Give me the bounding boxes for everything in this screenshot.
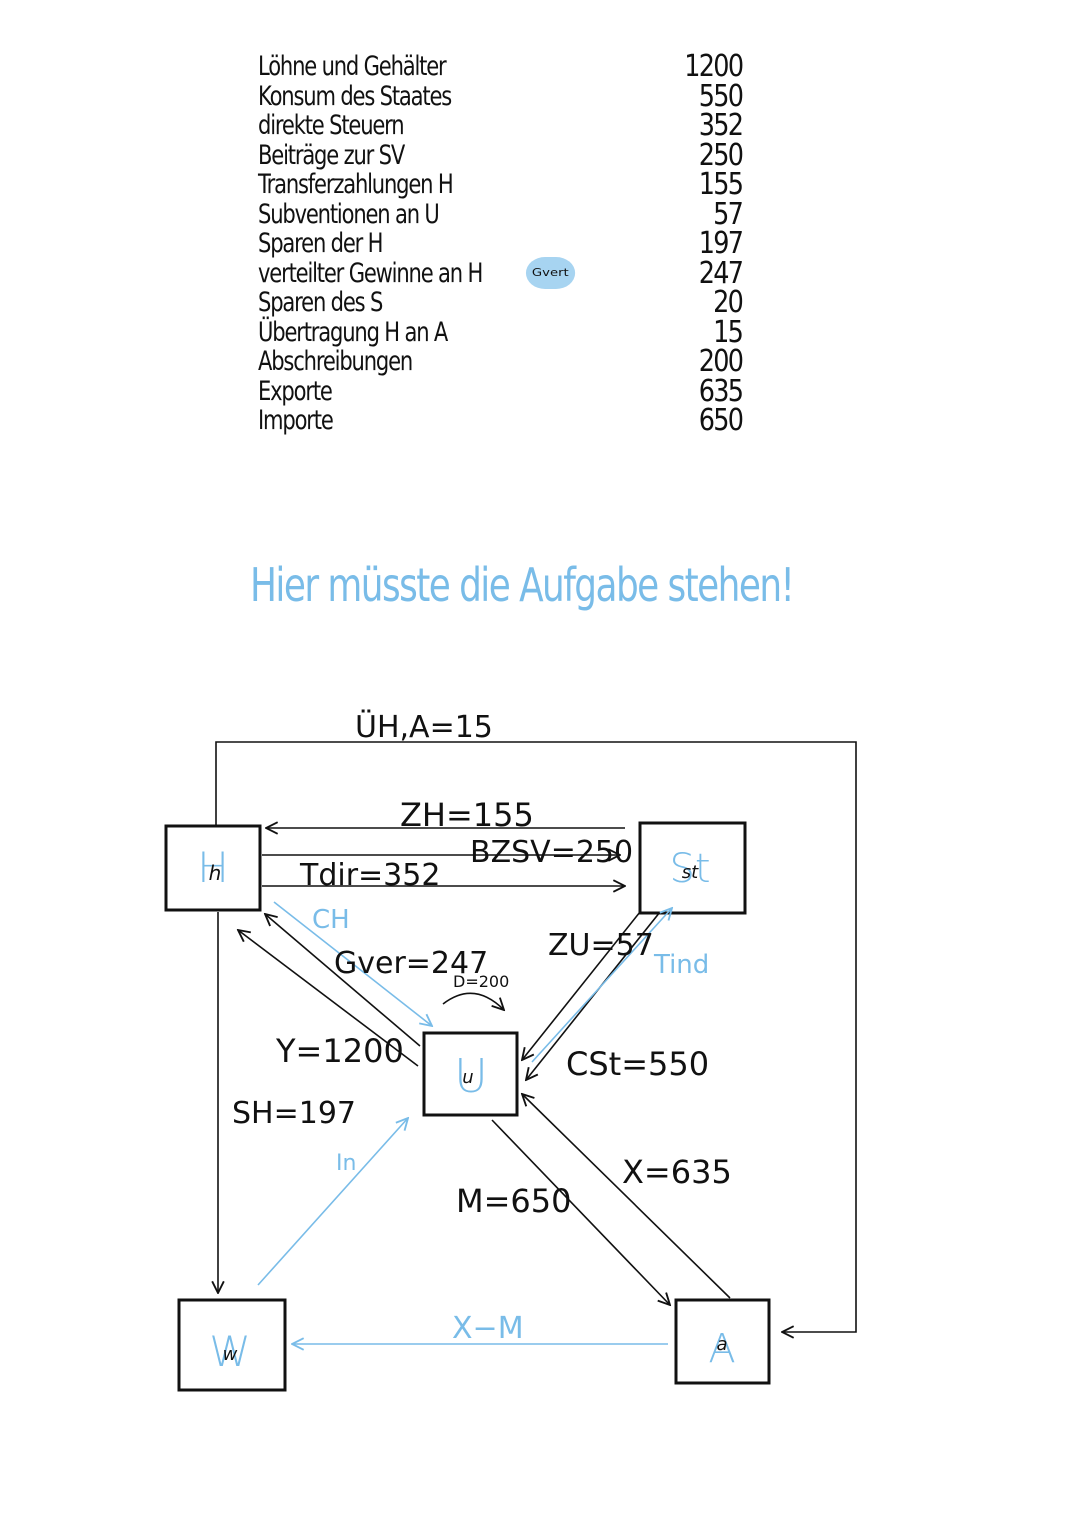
- list-item-label: Konsum des Staates: [258, 80, 452, 112]
- label-x: X=635: [622, 1153, 732, 1191]
- list-item-value: 57: [712, 196, 744, 232]
- node-letter-u: U: [454, 1049, 488, 1103]
- list-item-label: Subventionen an U: [258, 198, 440, 230]
- list-item: Übertragung H an A 15: [258, 314, 758, 350]
- list-item-label: Sparen des S: [258, 287, 383, 318]
- list-item: Subventionen an U 57: [258, 196, 758, 232]
- node-script-w: w: [223, 1344, 238, 1365]
- node-letter-a: A: [708, 1326, 735, 1372]
- label-xm: X−M: [452, 1311, 524, 1346]
- list-item: verteilter Gewinne an H Gvert 247: [258, 255, 758, 291]
- node-letter-st: St: [669, 846, 710, 892]
- label-gver: Gver=247: [334, 946, 488, 981]
- node-households: H h: [164, 824, 262, 912]
- list-item: Sparen des S 20: [258, 288, 758, 318]
- node-state: St st: [638, 821, 747, 915]
- list-item-label: Transferzahlungen H: [258, 169, 454, 200]
- arrow-in: [257, 1118, 408, 1286]
- list-item-label: Importe: [258, 405, 334, 436]
- node-script-u: u: [462, 1067, 473, 1088]
- list-item-label: verteilter Gewinne an H: [258, 257, 483, 289]
- label-zh: ZH=155: [400, 796, 534, 834]
- list-item: direkte Steuern 352: [258, 111, 758, 141]
- label-uha: ÜH,A=15: [355, 709, 493, 745]
- list-item-value: 200: [698, 344, 743, 379]
- label-m: M=650: [456, 1182, 572, 1220]
- list-item: Beiträge zur SV 250: [258, 137, 758, 173]
- list-item-value: 650: [698, 403, 743, 438]
- node-firms: U u: [422, 1031, 519, 1117]
- node-script-st: st: [682, 862, 699, 883]
- arrow-x: [522, 1094, 731, 1299]
- label-zu: ZU=57: [548, 928, 654, 963]
- arrow-zu: [522, 911, 641, 1060]
- list-item-value: 352: [698, 108, 743, 143]
- list-item-label: Exporte: [258, 375, 333, 407]
- node-letter-h: H: [197, 843, 229, 892]
- list-item-value: 1200: [683, 49, 744, 84]
- node-abroad: A a: [674, 1298, 771, 1385]
- node-letter-w: W: [209, 1327, 251, 1376]
- arrow-m: [491, 1119, 670, 1305]
- list-item: Konsum des Staates 550: [258, 78, 758, 114]
- list-item: Importe 650: [258, 406, 758, 436]
- node-wealth: W w: [177, 1298, 287, 1392]
- list-item-value: 247: [698, 255, 743, 291]
- label-cst: CSt=550: [566, 1045, 709, 1083]
- label-in: In: [336, 1151, 356, 1176]
- node-script-h: h: [209, 861, 222, 885]
- list-item-label: direkte Steuern: [258, 110, 405, 141]
- list-item-label: Sparen der H: [258, 228, 383, 259]
- list-item: Transferzahlungen H 155: [258, 170, 758, 200]
- list-item-label: Löhne und Gehälter: [258, 51, 447, 82]
- list-item-value: 197: [698, 226, 743, 261]
- list-item-label: Abschreibungen: [258, 346, 413, 377]
- arrow-transfer-h-a: [215, 741, 857, 1332]
- gvert-badge: Gvert: [525, 256, 575, 289]
- label-d: D=200: [453, 972, 509, 991]
- list-item-label: Übertragung H an A: [258, 316, 448, 348]
- list-item-value: 250: [698, 137, 743, 173]
- list-item-value: 20: [712, 285, 744, 320]
- list-item: Löhne und Gehälter 1200: [258, 52, 758, 82]
- label-ch: CH: [312, 905, 350, 935]
- arrow-ch: [273, 901, 432, 1026]
- label-tind: Tind: [653, 950, 709, 980]
- label-tdir: Tdir=352: [299, 858, 440, 893]
- list-item: Exporte 635: [258, 373, 758, 409]
- arrow-gver: [265, 914, 421, 1047]
- label-y: Y=1200: [275, 1032, 404, 1070]
- list-item-value: 550: [698, 78, 743, 114]
- list-item: Abschreibungen 200: [258, 347, 758, 377]
- arrow-y: [238, 930, 419, 1067]
- list-item-value: 15: [712, 314, 744, 350]
- arrow-d: [442, 992, 504, 1010]
- arrow-tind: [531, 908, 672, 1063]
- list-item-value: 635: [698, 373, 743, 409]
- label-bzsv: BZSV=250: [470, 835, 633, 870]
- task-note: Hier müsste die Aufgabe stehen!: [250, 558, 795, 612]
- list-item-label: Beiträge zur SV: [258, 139, 405, 171]
- list-item-value: 155: [698, 167, 743, 202]
- list-item: Sparen der H 197: [258, 229, 758, 259]
- label-sh: SH=197: [232, 1096, 356, 1131]
- node-script-a: a: [716, 1334, 727, 1355]
